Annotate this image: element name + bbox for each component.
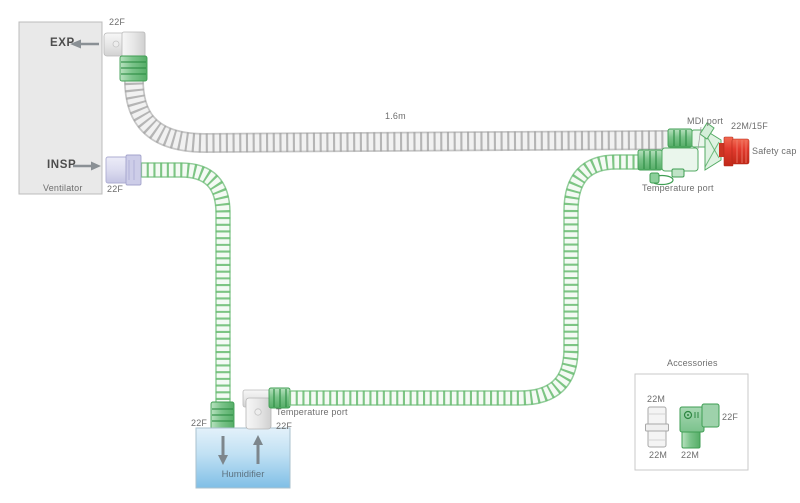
- humidifier-inlet-connector: [210, 401, 235, 430]
- wye-temperature-port: [649, 168, 685, 186]
- elbow-adapter: [679, 403, 720, 449]
- accessories-box: [634, 373, 749, 471]
- patient-wye: [637, 122, 750, 186]
- insp-port-label: INSP: [47, 159, 77, 171]
- humidifier-temperature-port-label: Temperature port: [276, 407, 348, 417]
- adapter-bottom-size-label: 22M: [649, 450, 668, 460]
- humidifier-down-arrow: [218, 436, 228, 465]
- humidifier-outlet-elbow: [242, 387, 291, 430]
- straight-adapter: [645, 406, 669, 448]
- safety-cap-label: Safety cap: [752, 146, 797, 156]
- humidifier-chamber: [195, 427, 291, 489]
- humidifier-inlet-size-label: 22F: [191, 418, 208, 428]
- wye-temperature-port-label: Temperature port: [642, 183, 714, 193]
- tube-length-label: 1.6m: [385, 111, 406, 121]
- patient-connector-size-label: 22M/15F: [731, 121, 768, 131]
- elbow-side-size-label: 22F: [722, 412, 739, 422]
- inspiratory-tube-to-humidifier: [140, 162, 231, 403]
- exp-flow-arrow: [70, 39, 99, 49]
- connector-detail: [112, 40, 120, 48]
- exp-port-size-label: 22F: [109, 17, 126, 27]
- mdi-leader-line: [697, 126, 702, 150]
- insp-flow-arrow: [73, 161, 101, 171]
- elbow-bottom-size-label: 22M: [681, 450, 700, 460]
- safety-cap: [719, 136, 750, 167]
- humidifier-up-arrow: [253, 435, 263, 464]
- outlet-green-cuff: [268, 387, 291, 409]
- ventilator-caption: Ventilator: [43, 183, 83, 193]
- inspiratory-tube-to-patient: [289, 154, 641, 406]
- exp-port-label: EXP: [50, 37, 75, 49]
- humidifier-caption: Humidifier: [221, 469, 265, 480]
- expiratory-tube: [123, 75, 671, 154]
- accessories-title: Accessories: [667, 358, 718, 368]
- mdi-port-label: MDI port: [687, 116, 724, 126]
- humidifier-temperature-port-size-label: 22F: [276, 421, 293, 431]
- temperature-port-opening: [254, 408, 262, 416]
- adapter-top-size-label: 22M: [647, 394, 666, 404]
- mdi-port-stub: [699, 122, 715, 140]
- insp-connector: [105, 154, 142, 186]
- exp-elbow-connector: [103, 31, 148, 82]
- ventilator-box: [18, 21, 103, 195]
- exp-green-cuff: [119, 55, 148, 82]
- insp-port-size-label: 22F: [107, 184, 124, 194]
